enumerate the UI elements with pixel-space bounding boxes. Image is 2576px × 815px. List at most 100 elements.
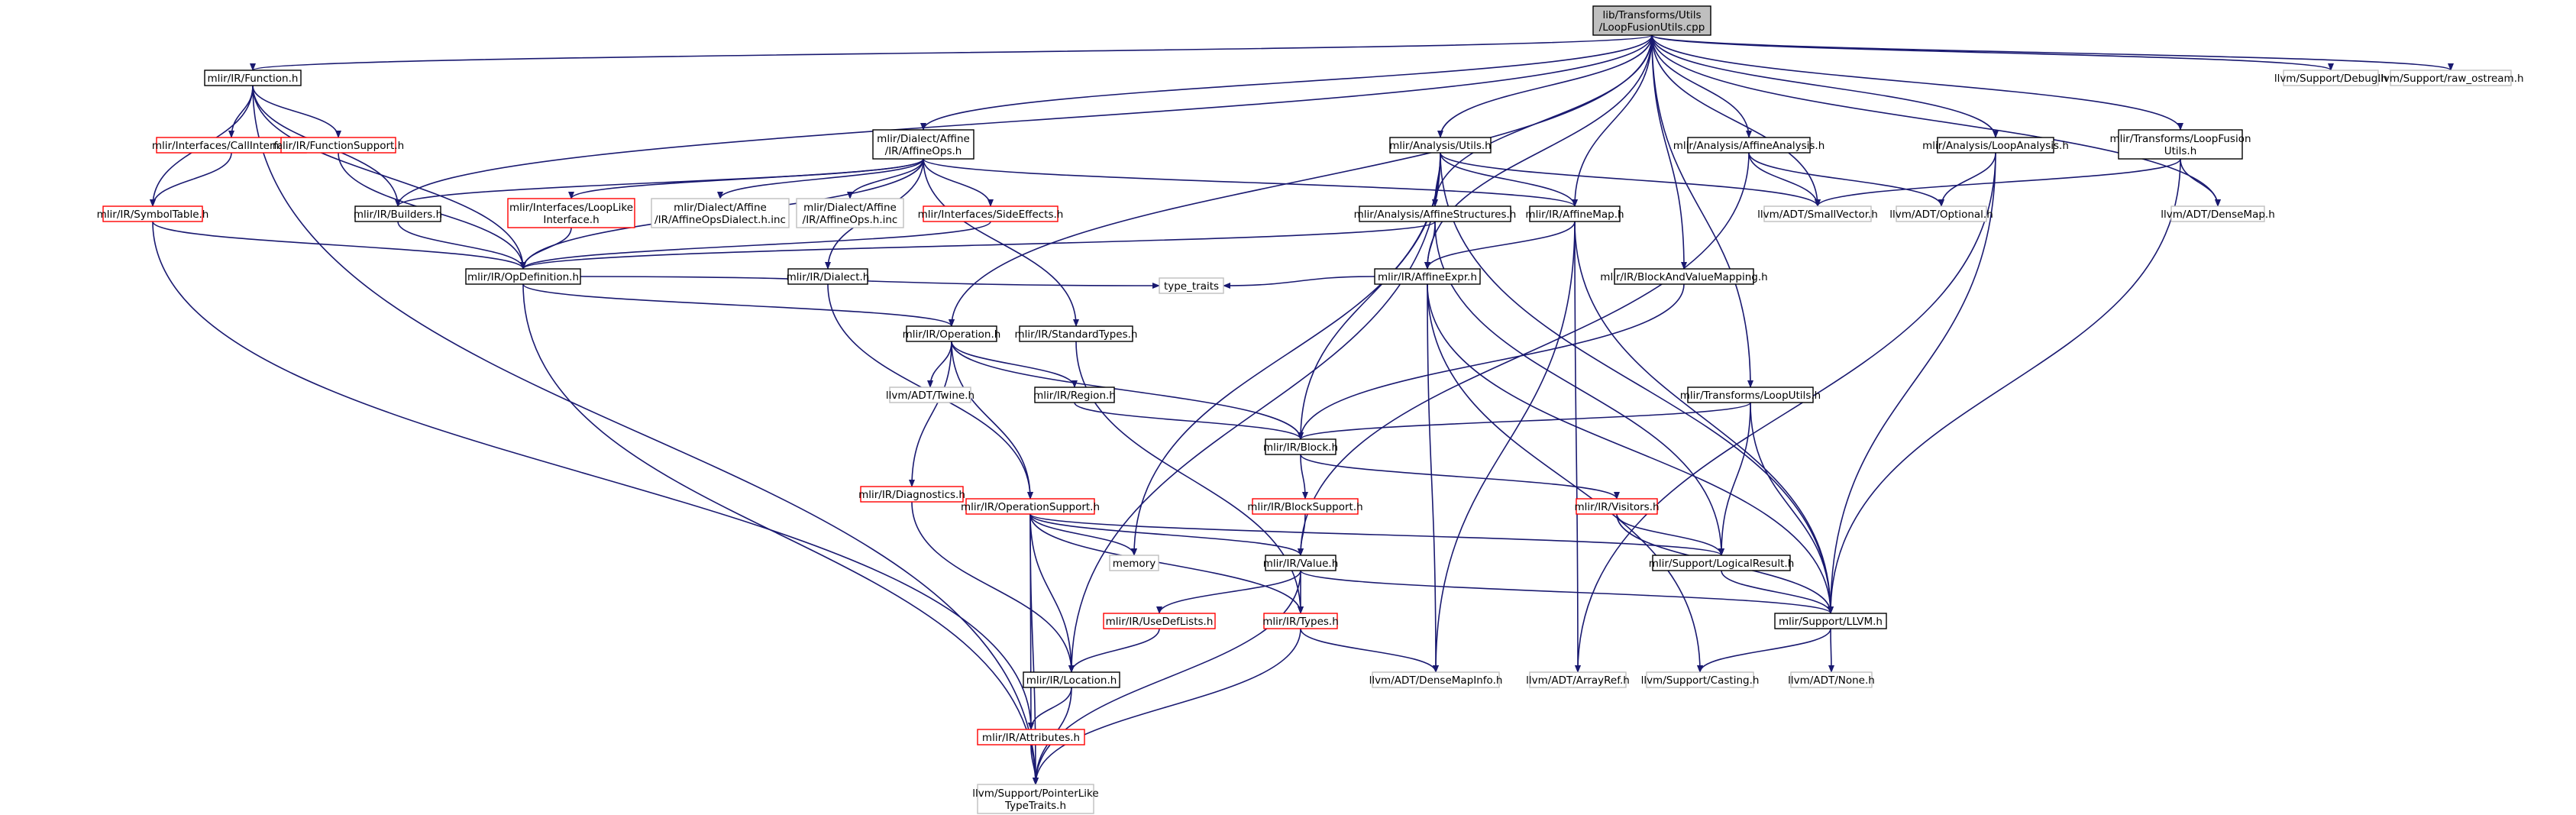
node-box [977, 784, 1094, 814]
node-box [1159, 277, 1224, 294]
node-label: mlir/Analysis/LoopAnalysis.h [1922, 140, 2069, 152]
node-box [1896, 205, 1987, 222]
node-arrayref[interactable]: llvm/ADT/ArrayRef.h [1526, 671, 1630, 688]
node-operation[interactable]: mlir/IR/Operation.h [903, 325, 1001, 342]
node-opdefinition[interactable]: mlir/IR/OpDefinition.h [465, 268, 581, 285]
edge-root-to-rawostream [1651, 34, 2454, 71]
edge-looputils-to-block [1298, 402, 1751, 440]
node-looputils[interactable]: mlir/Transforms/LoopUtils.h [1680, 386, 1821, 403]
node-label: llvm/Support/raw_ostream.h [2377, 73, 2523, 85]
node-label: llvm/ADT/Twine.h [886, 390, 974, 402]
node-functionsupport[interactable]: mlir/IR/FunctionSupport.h [273, 137, 404, 154]
node-memory[interactable]: memory [1109, 555, 1159, 571]
edge-affineexpr-to-densemapinfo [1427, 283, 1439, 673]
node-label: llvm/ADT/DenseMap.h [2161, 209, 2275, 221]
node-label: mlir/IR/FunctionSupport.h [273, 140, 404, 152]
node-box [1103, 613, 1216, 629]
node-root[interactable]: lib/Transforms/Utils/LoopFusionUtils.cpp [1592, 5, 1711, 36]
node-affinemap[interactable]: mlir/IR/AffineMap.h [1525, 205, 1624, 222]
node-rawostream[interactable]: llvm/Support/raw_ostream.h [2377, 70, 2524, 86]
edge-location-to-attributes [1028, 687, 1072, 730]
node-llvmh[interactable]: mlir/Support/LLVM.h [1774, 613, 1887, 629]
node-affineexpr[interactable]: mlir/IR/AffineExpr.h [1374, 268, 1481, 285]
node-affineopsinc[interactable]: mlir/Dialect/Affine/IR/AffineOps.h.inc [796, 198, 904, 228]
node-casting[interactable]: llvm/Support/Casting.h [1641, 671, 1760, 688]
node-standardtypes[interactable]: mlir/IR/StandardTypes.h [1015, 325, 1138, 342]
edge-root-to-affineexpr [1424, 34, 1653, 270]
node-affinedialectinc[interactable]: mlir/Dialect/Affine/IR/AffineOpsDialect.… [651, 198, 790, 228]
node-smallvector[interactable]: llvm/ADT/SmallVector.h [1757, 205, 1878, 222]
edge-llvmh-to-casting [1697, 628, 1831, 673]
edge-builders-to-opdefinition [397, 221, 526, 270]
node-value[interactable]: mlir/IR/Value.h [1263, 555, 1339, 571]
node-label: mlir/IR/Diagnostics.h [858, 489, 965, 501]
node-dialect[interactable]: mlir/IR/Dialect.h [787, 268, 870, 285]
node-visitors[interactable]: mlir/IR/Visitors.h [1574, 498, 1660, 515]
node-twine[interactable]: llvm/ADT/Twine.h [886, 386, 974, 403]
node-operationsupport[interactable]: mlir/IR/OperationSupport.h [961, 498, 1100, 515]
node-loopfusionutils[interactable]: mlir/Transforms/LoopFusionUtils.h [2109, 129, 2251, 160]
node-usedeflists[interactable]: mlir/IR/UseDefLists.h [1103, 613, 1216, 629]
node-label: mlir/Interfaces/SideEffects.h [918, 209, 1064, 221]
node-box [1529, 671, 1627, 688]
node-function[interactable]: mlir/IR/Function.h [204, 70, 302, 86]
edge-root-to-smallvector [1651, 34, 1821, 207]
edge-loopfusionutils-to-densemap [2180, 158, 2221, 207]
node-box [465, 268, 581, 285]
node-label: mlir/Interfaces/LoopLike [509, 202, 633, 214]
node-sideeffects[interactable]: mlir/Interfaces/SideEffects.h [918, 205, 1064, 222]
node-diagnostics[interactable]: mlir/IR/Diagnostics.h [858, 486, 965, 503]
edge-affineops-to-affineopsinc [847, 158, 924, 199]
node-box [796, 198, 904, 228]
edge-operation-to-region [951, 341, 1078, 388]
node-blocksupport[interactable]: mlir/IR/BlockSupport.h [1247, 498, 1363, 515]
edge-operation-to-operationsupport [951, 341, 1033, 500]
node-label: llvm/ADT/DenseMapInfo.h [1369, 674, 1503, 687]
node-symboltable[interactable]: mlir/IR/SymbolTable.h [97, 205, 209, 222]
node-label: mlir/IR/BlockAndValueMapping.h [1600, 271, 1767, 283]
node-callinterfaces[interactable]: mlir/Interfaces/CallInterfaces.h [152, 137, 311, 154]
node-attributes[interactable]: mlir/IR/Attributes.h [977, 729, 1085, 745]
edge-root-to-operation [949, 34, 1653, 327]
node-box [1372, 671, 1500, 688]
node-label: llvm/Support/Casting.h [1641, 674, 1760, 687]
node-label: TypeTraits.h [1004, 800, 1066, 812]
node-location[interactable]: mlir/IR/Location.h [1023, 671, 1120, 688]
graph-edges [150, 34, 2454, 785]
node-builders[interactable]: mlir/IR/Builders.h [354, 205, 442, 222]
edge-attributes-to-pointerlike [1030, 744, 1039, 785]
edge-analysisutils-to-smallvector [1440, 152, 1821, 207]
edge-value-to-llvmh [1300, 570, 1834, 614]
node-debug[interactable]: llvm/Support/Debug.h [2274, 70, 2387, 86]
node-logicalresult[interactable]: mlir/Support/LogicalResult.h [1649, 555, 1795, 571]
node-box [204, 70, 302, 86]
node-box [1389, 137, 1492, 154]
node-label: mlir/IR/AffineExpr.h [1378, 271, 1477, 283]
node-affinestructures[interactable]: mlir/Analysis/AffineStructures.h [1354, 205, 1517, 222]
node-affineanalysis[interactable]: mlir/Analysis/AffineAnalysis.h [1673, 137, 1825, 154]
node-box [1646, 671, 1754, 688]
node-typetraits[interactable]: type_traits [1159, 277, 1224, 294]
edge-region-to-block [1074, 402, 1304, 440]
edge-analysisutils-to-block [1298, 152, 1441, 440]
node-densemapinfo[interactable]: llvm/ADT/DenseMapInfo.h [1369, 671, 1503, 688]
node-densemap[interactable]: llvm/ADT/DenseMap.h [2161, 205, 2275, 222]
node-optional[interactable]: llvm/ADT/Optional.h [1889, 205, 1993, 222]
node-label: mlir/IR/Visitors.h [1574, 501, 1659, 513]
node-box [787, 268, 868, 285]
node-analysisutils[interactable]: mlir/Analysis/Utils.h [1389, 137, 1492, 154]
node-blockvaluemapping[interactable]: mlir/IR/BlockAndValueMapping.h [1600, 268, 1768, 285]
edge-root-to-looputils [1651, 34, 1753, 388]
node-types[interactable]: mlir/IR/Types.h [1262, 613, 1339, 629]
node-region[interactable]: mlir/IR/Region.h [1033, 386, 1116, 403]
node-loopanalysis[interactable]: mlir/Analysis/LoopAnalysis.h [1922, 137, 2069, 154]
edge-affinemap-to-affineexpr [1424, 221, 1576, 270]
node-block[interactable]: mlir/IR/Block.h [1263, 438, 1338, 455]
node-affineops[interactable]: mlir/Dialect/Affine/IR/AffineOps.h [872, 129, 974, 160]
node-box [1265, 438, 1336, 455]
node-none[interactable]: llvm/ADT/None.h [1788, 671, 1875, 688]
edge-function-to-pointerlike [252, 85, 1039, 785]
edge-symboltable-to-opdefinition [152, 221, 526, 270]
